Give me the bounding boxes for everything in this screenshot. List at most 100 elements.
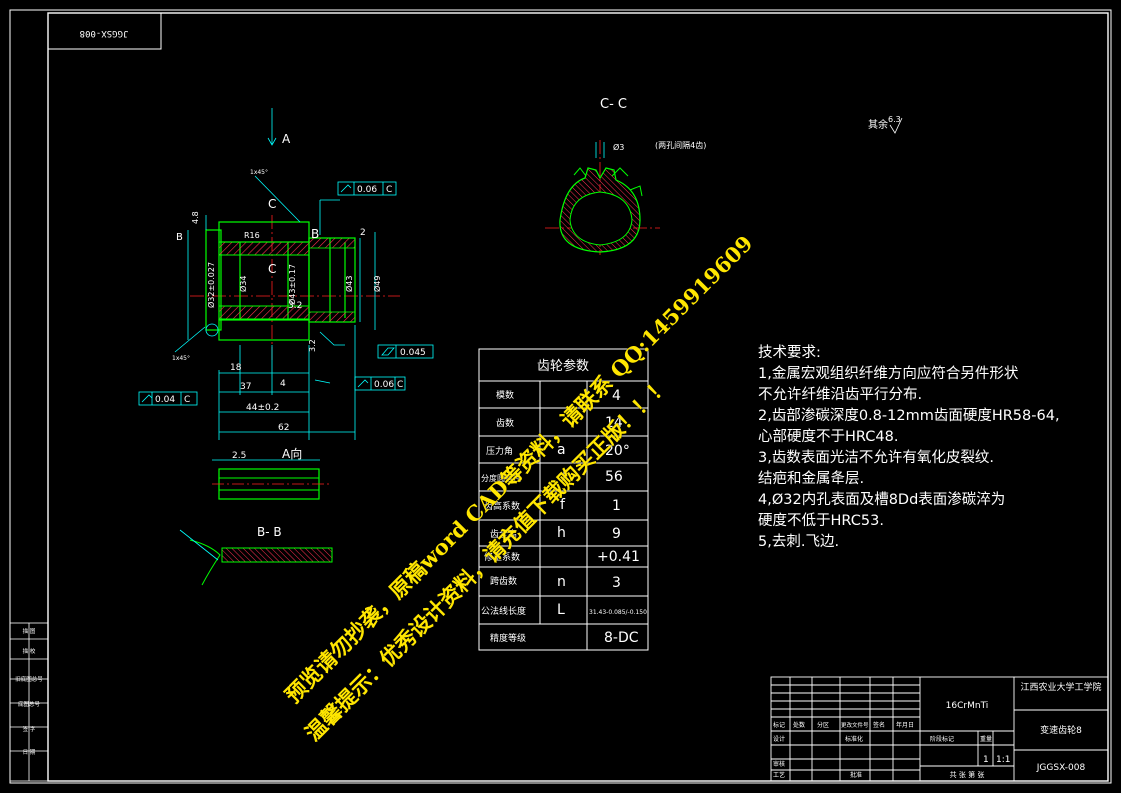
side-label: 描 图 [23, 627, 36, 635]
tb-weight: 重量 [980, 735, 992, 743]
gear-param-symbol: h [557, 525, 566, 541]
tb-header: 年月日 [896, 721, 914, 729]
label-b: B [176, 232, 183, 243]
gear-param-value: 9 [612, 526, 621, 542]
gear-table-text: 齿轮参数 模数 4 齿数 14 压力角 a 20° 分度圆直径 d 56 齿高系… [481, 358, 647, 646]
gear-param-name: 齿全高 [490, 528, 517, 540]
side-label: 底图总号 [18, 700, 41, 708]
gear-param-symbol: n [557, 574, 566, 590]
tb-sheet: 共 张 第 张 [950, 770, 985, 779]
gear-param-name: 齿高系数 [484, 500, 520, 512]
tb-approve: 批准 [850, 771, 862, 779]
tech-req-title: 技术要求: [758, 345, 821, 361]
dim-37: 37 [240, 382, 251, 392]
tech-req-line: 不允许纤维沿齿平行分布. [758, 387, 923, 403]
gear-param-symbol: L [557, 602, 565, 618]
gear-param-value: +0.41 [597, 549, 640, 565]
tb-header: 标记 [773, 721, 785, 729]
label-b: B [311, 227, 319, 241]
tb-standard: 标准化 [845, 735, 863, 743]
main-view-dimensions [174, 108, 376, 440]
tol-value: 0.045 [400, 348, 426, 358]
dim-49: Ø49 [372, 276, 382, 292]
view-a: 2.5 A向 [212, 446, 330, 500]
tol-datum: C [386, 185, 392, 195]
tb-header: 更改文件号 [841, 721, 869, 729]
chamfer-dim: 1x45° [172, 355, 190, 362]
tb-scale: 1:1 [996, 755, 1010, 765]
tb-qty: 1 [983, 755, 989, 765]
tol-datum: C [397, 380, 403, 390]
tb-header: 分区 [817, 721, 829, 729]
dim-25: 2.5 [232, 451, 246, 461]
tb-stage: 阶段标记 [930, 735, 954, 743]
side-label: 描 校 [23, 647, 36, 655]
tol-value: 0.06 [357, 185, 377, 195]
tolerance-values: 0.06 C 0.04 C 0.045 0.06 C [155, 185, 426, 405]
tb-designer: 设计 [773, 735, 785, 743]
dim-48: 4.8 [191, 211, 200, 224]
section-bb: B- B [179, 525, 333, 586]
tolerance-frames [138, 181, 434, 406]
main-section-view [190, 215, 400, 360]
datum-c-circle [205, 323, 219, 337]
side-label: 旧底图总号 [15, 675, 43, 683]
dim-32: Ø32±0.027 [206, 262, 216, 308]
dim-43: Ø43±0.17 [287, 264, 297, 305]
gear-param-name: 公法线长度 [481, 605, 526, 617]
gear-param-symbol: f [560, 497, 566, 513]
tb-part-name: 变速齿轮8 [1040, 724, 1082, 736]
tb-header: 签名 [873, 721, 885, 729]
tech-req-line: 心部硬度不于HRC48. [758, 429, 899, 445]
main-view-dim-text: A 1x45° C C B B R16 2 4.8 Ø32±0.027 Ø34 … [172, 132, 382, 433]
gear-param-symbol: d [557, 469, 566, 485]
drawing-frame [9, 9, 1112, 784]
title-block [770, 676, 1109, 782]
tb-process: 工艺 [773, 771, 785, 779]
dim-62: 62 [278, 423, 289, 433]
gear-param-symbol: a [557, 442, 566, 458]
tech-req-line: 5,去刺.飞边. [758, 534, 840, 550]
tol-datum: C [184, 395, 190, 405]
roughness-32: 3.2 [288, 301, 302, 311]
tb-drawing-no: JGGSX-008 [1036, 763, 1086, 773]
drawing-code-mirrored: JGGSX-008 [80, 28, 129, 38]
gear-param-value: 1 [612, 498, 621, 514]
dim-3: Ø3 [613, 142, 624, 152]
tech-req-line: 1,金属宏观组织纤维方向应符合另件形状 [758, 366, 1019, 382]
label-c: C [268, 197, 276, 211]
dim-44: 44±0.2 [246, 403, 279, 413]
gear-param-value: 3 [612, 575, 621, 591]
roughness-other: 其余 6.3 [868, 115, 903, 134]
tb-reviewer: 审核 [773, 760, 785, 768]
gear-param-value: 56 [605, 469, 623, 485]
section-cc-label: C- C [600, 97, 627, 112]
note-holes: (两孔间隔4齿) [655, 141, 706, 150]
tech-req-line: 4,Ø32内孔表面及槽8Dd表面渗碳淬为 [758, 492, 1006, 508]
tol-value: 0.04 [155, 395, 175, 405]
gear-param-name: 分度圆直径 [481, 473, 521, 483]
dim-2: 2 [360, 228, 366, 238]
side-label: 日 期 [23, 749, 36, 756]
gear-table [478, 348, 649, 651]
gear-param-name: 跨齿数 [490, 575, 517, 587]
gear-param-name: 压力角 [486, 445, 513, 457]
tolerance-symbols [141, 184, 395, 403]
dim-18: 18 [230, 363, 242, 373]
technical-requirements: 技术要求: 1,金属宏观组织纤维方向应符合另件形状 不允许纤维沿齿平行分布. 2… [758, 343, 1098, 553]
side-block-labels: 描 图 描 校 旧底图总号 底图总号 签 字 日 期 [15, 627, 43, 756]
gear-param-name: 齿数 [496, 417, 514, 429]
gear-param-value: 20° [605, 443, 630, 459]
title-block-text: 标记 处数 分区 更改文件号 签名 年月日 设计 标准化 审核 工艺 批准 16… [773, 681, 1102, 779]
gear-param-value: 8-DC [604, 630, 639, 646]
roughness-other-value: 6.3 [888, 115, 901, 124]
tech-req-line: 结疤和金属夅层. [758, 471, 865, 487]
roughness-32: 3.2 [308, 339, 317, 352]
gear-table-title: 齿轮参数 [537, 358, 589, 374]
tb-school: 江西农业大学工学院 [1020, 681, 1101, 693]
section-bb-label: B- B [257, 525, 282, 539]
tb-material: 16CrMnTi [946, 701, 989, 711]
gear-param-name: 模数 [496, 389, 514, 401]
chamfer-dim: 1x45° [250, 169, 268, 176]
